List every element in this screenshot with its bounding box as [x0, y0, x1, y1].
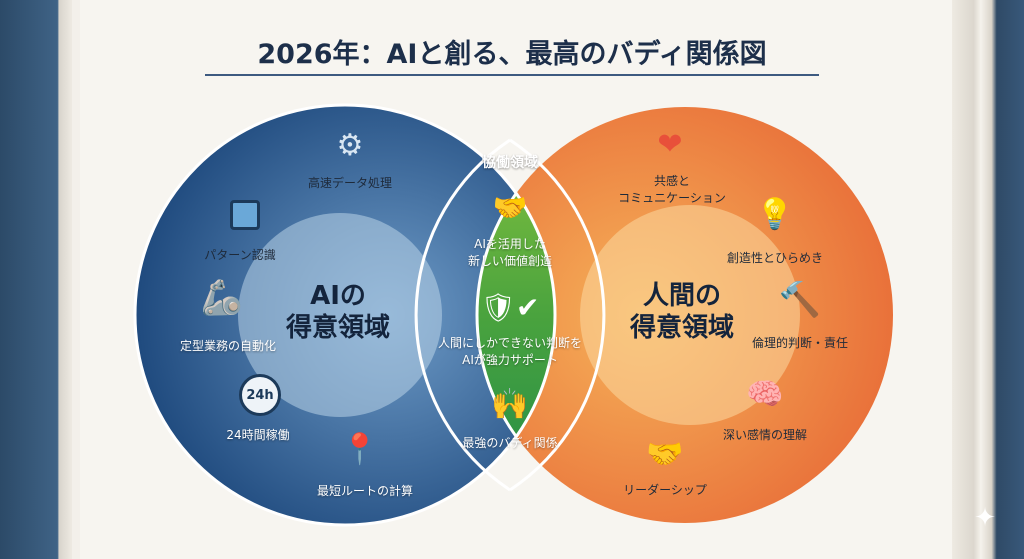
shield-check-head-icon: 🛡✔	[480, 291, 540, 324]
lens-border	[414, 138, 511, 492]
ai-heading: AIの得意領域	[285, 281, 391, 343]
handshake-icon: 🤝	[646, 437, 684, 472]
collab-item-label: 最強のバディ関係	[462, 436, 558, 450]
human-inner-circle	[580, 205, 800, 425]
hand-robot-growth-icon: 🤝	[492, 191, 528, 224]
ai-item-label: 24時間稼働	[226, 428, 290, 442]
book-page-edges	[952, 0, 1024, 559]
high-five-icon: 🙌	[491, 387, 529, 422]
collab-heading: 協働領域	[482, 155, 538, 171]
diagram-title: 2026年：AIと創る、最高のバディ関係図	[257, 39, 767, 70]
collab-lens	[475, 105, 555, 525]
human-item-label: 創造性とひらめき	[726, 251, 824, 265]
gear-icon: ⚙	[336, 128, 364, 163]
robot-arm-icon: 🦾	[200, 278, 244, 318]
human-heading: 人間の得意領域	[629, 281, 735, 343]
book-spine	[0, 0, 72, 559]
ai-item-label: 高速データ処理	[307, 176, 393, 190]
gavel-icon: 🔨	[778, 280, 822, 320]
ai-item-label: 定型業務の自動化	[179, 339, 277, 353]
collab-item-label: AIを活用した新しい価値創造	[467, 237, 553, 268]
human-item-label: 深い感情の理解	[722, 428, 808, 442]
brain-head-icon: 🧠	[746, 377, 784, 412]
human-item-label: リーダーシップ	[623, 483, 707, 497]
human-item-label: 倫理的判断・責任	[751, 336, 849, 350]
ai-item-label: パターン認識	[204, 248, 276, 262]
ai-inner-circle	[238, 213, 442, 417]
ai-item-label: 最短ルートの計算	[316, 484, 414, 498]
lightbulb-icon: 💡	[756, 197, 794, 232]
human-item-label: 共感とコミュニケーション	[618, 174, 726, 205]
clock-24h-icon: 24h	[239, 374, 281, 416]
chip-icon	[230, 200, 260, 230]
title-underline	[205, 74, 819, 76]
heart-icon: ❤	[657, 127, 683, 162]
map-pin-route-icon: 📍	[341, 432, 379, 467]
sparkle-icon: ✦	[974, 503, 996, 533]
